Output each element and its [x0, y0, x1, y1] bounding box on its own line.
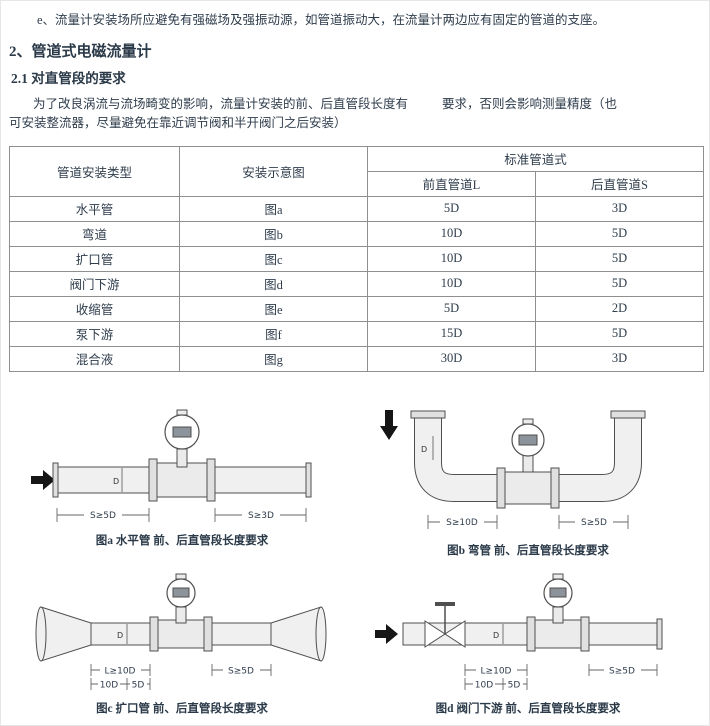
table-row: 阀门下游 图d 10D 5D	[9, 270, 705, 297]
col-header-front-length: 前直管道L	[367, 170, 536, 197]
straight-pipe-requirements-table: 管道安装类型 安装示意图 标准管道式 前直管道L 后直管道S 水平管 图a 5D…	[9, 145, 705, 372]
diameter-dimension: D	[493, 623, 504, 644]
figure-b-svg: D S≥10D S≥5D	[380, 409, 646, 529]
rear-length-dimension: S≥5D	[211, 663, 272, 676]
figure-c-caption: 图c 扩口管 前、后直管段长度要求	[96, 702, 268, 715]
front-length-dimension: L≥10D 10D 5D	[90, 663, 151, 690]
dim-label-front: L≥10D	[105, 666, 136, 676]
figure-b-caption: 图b 弯管 前、后直管段长度要求	[447, 544, 609, 557]
figure-a: D S≥5D S≥3D 图a 水平管 前、后直管段长度要求	[9, 400, 355, 558]
flowmeter	[496, 418, 560, 508]
valve-symbol	[424, 601, 466, 648]
flowmeter	[526, 573, 590, 651]
flow-arrow-down-icon	[380, 409, 398, 440]
cell-figure-ref: 图a	[179, 195, 368, 222]
table-row: 扩口管 图c 10D 5D	[9, 245, 705, 272]
rear-length-dimension: S≥5D	[558, 514, 629, 529]
cell-figure-ref: 图b	[179, 220, 368, 247]
cell-rear-length: 3D	[534, 195, 705, 222]
figure-d-caption: 图d 阀门下游 前、后直管段长度要求	[435, 702, 621, 715]
figure-c-svg: D L≥10D 10D 5D	[35, 573, 327, 690]
dim-label-front: L≥10D	[481, 666, 512, 676]
dim-label-10d: 10D	[100, 680, 118, 690]
cell-front-length: 10D	[367, 220, 536, 247]
col-header-standard-pipe: 标准管道式	[366, 145, 705, 172]
figure-d-svg: D L≥10D 10D 5D	[375, 573, 663, 690]
cell-rear-length: 2D	[534, 295, 705, 322]
table-row: 泵下游 图f 15D 5D	[9, 320, 705, 347]
intro-paragraph: 为了改良涡流与流场畸变的影响，流量计安装的前、后直管段长度有 要求，否则会影响测量…	[9, 95, 701, 134]
table-header-row-2: 前直管道L 后直管道S	[10, 170, 705, 197]
dim-label-10d: 10D	[475, 680, 493, 690]
cell-install-type: 扩口管	[9, 245, 180, 272]
cell-figure-ref: 图c	[179, 245, 368, 272]
cell-install-type: 泵下游	[9, 320, 180, 347]
table-row: 弯道 图b 10D 5D	[9, 220, 705, 247]
cell-figure-ref: 图f	[179, 320, 368, 347]
cell-front-length: 30D	[367, 345, 536, 372]
installation-figures: D S≥5D S≥3D 图a 水平管 前、后直管段长度要求	[9, 400, 701, 716]
paragraph-text-2: 要求，否则会影响测量精度（也	[442, 96, 618, 111]
flowmeter	[149, 573, 213, 651]
paragraph-text-1: 为了改良涡流与流场畸变的影响，流量计安装的前、后直管段长度有	[33, 96, 409, 111]
flow-arrow-icon	[375, 623, 398, 644]
subsection-heading: 2.1 对直管段的要求	[11, 70, 126, 86]
cell-figure-ref: 图g	[179, 345, 368, 372]
figure-b: D S≥10D S≥5D 图b 弯管 前、后直管段长度要求	[355, 400, 701, 558]
figure-d: D L≥10D 10D 5D	[355, 570, 701, 716]
front-length-dimension: L≥10D 10D 5D	[464, 663, 528, 690]
table-row: 混合液 图g 30D 3D	[9, 345, 705, 372]
cell-install-type: 水平管	[9, 195, 180, 222]
cell-rear-length: 5D	[534, 270, 705, 297]
cell-front-length: 15D	[367, 320, 536, 347]
cell-install-type: 混合液	[9, 345, 180, 372]
diameter-label: D	[493, 631, 499, 640]
cell-rear-length: 5D	[534, 245, 705, 272]
cell-front-length: 10D	[367, 245, 536, 272]
cell-rear-length: 3D	[534, 345, 705, 372]
dim-label-rear: S≥5D	[228, 666, 254, 676]
figure-a-svg: D S≥5D S≥3D	[31, 409, 312, 522]
dim-label-5d: 5D	[508, 680, 521, 690]
dim-label-front: S≥5D	[90, 511, 116, 521]
diameter-dimension: D	[421, 435, 434, 460]
table-row: 收缩管 图e 5D 2D	[9, 295, 705, 322]
cell-install-type: 阀门下游	[9, 270, 180, 297]
dim-label-front: S≥10D	[446, 518, 478, 528]
dim-label-5d: 5D	[132, 680, 145, 690]
front-length-dimension: S≥10D	[427, 514, 498, 529]
flow-arrow-icon	[31, 469, 55, 490]
front-length-dimension: S≥5D	[56, 507, 150, 522]
cell-rear-length: 5D	[534, 320, 705, 347]
rear-length-dimension: S≥5D	[588, 663, 658, 676]
diameter-dimension: D	[113, 467, 123, 492]
diameter-label: D	[113, 477, 119, 486]
table-row: 水平管 图a 5D 3D	[9, 195, 705, 222]
col-header-install-type: 管道安装类型	[9, 145, 180, 197]
cell-install-type: 收缩管	[9, 295, 180, 322]
dim-label-rear: S≥3D	[248, 511, 274, 521]
figure-c: D L≥10D 10D 5D	[9, 570, 355, 716]
cell-rear-length: 5D	[534, 220, 705, 247]
dim-label-rear: S≥5D	[581, 518, 607, 528]
dim-label-rear: S≥5D	[609, 666, 635, 676]
cell-figure-ref: 图e	[179, 295, 368, 322]
cell-front-length: 5D	[367, 195, 536, 222]
table-header-row-1: 管道安装类型 安装示意图 标准管道式	[9, 145, 705, 197]
paragraph-text-3: 可安装整流器，尽量避免在靠近调节阀和半开阀门之后安装）	[9, 116, 347, 131]
diameter-label: D	[117, 631, 123, 640]
cell-install-type: 弯道	[9, 220, 180, 247]
flowmeter	[148, 409, 216, 501]
rear-length-dimension: S≥3D	[214, 507, 307, 522]
col-header-diagram: 安装示意图	[179, 145, 368, 197]
figure-a-caption: 图a 水平管 前、后直管段长度要求	[95, 534, 269, 547]
cell-front-length: 10D	[367, 270, 536, 297]
diameter-label: D	[421, 445, 427, 454]
col-header-rear-length: 后直管道S	[534, 170, 705, 197]
cell-figure-ref: 图d	[179, 270, 368, 297]
cell-front-length: 5D	[367, 295, 536, 322]
note-line-e: e、流量计安装场所应避免有强磁场及强振动源，如管道振动大，在流量计两边应有固定的…	[37, 13, 606, 27]
section-heading: 2、管道式电磁流量计	[9, 43, 152, 60]
diameter-dimension: D	[117, 623, 128, 644]
